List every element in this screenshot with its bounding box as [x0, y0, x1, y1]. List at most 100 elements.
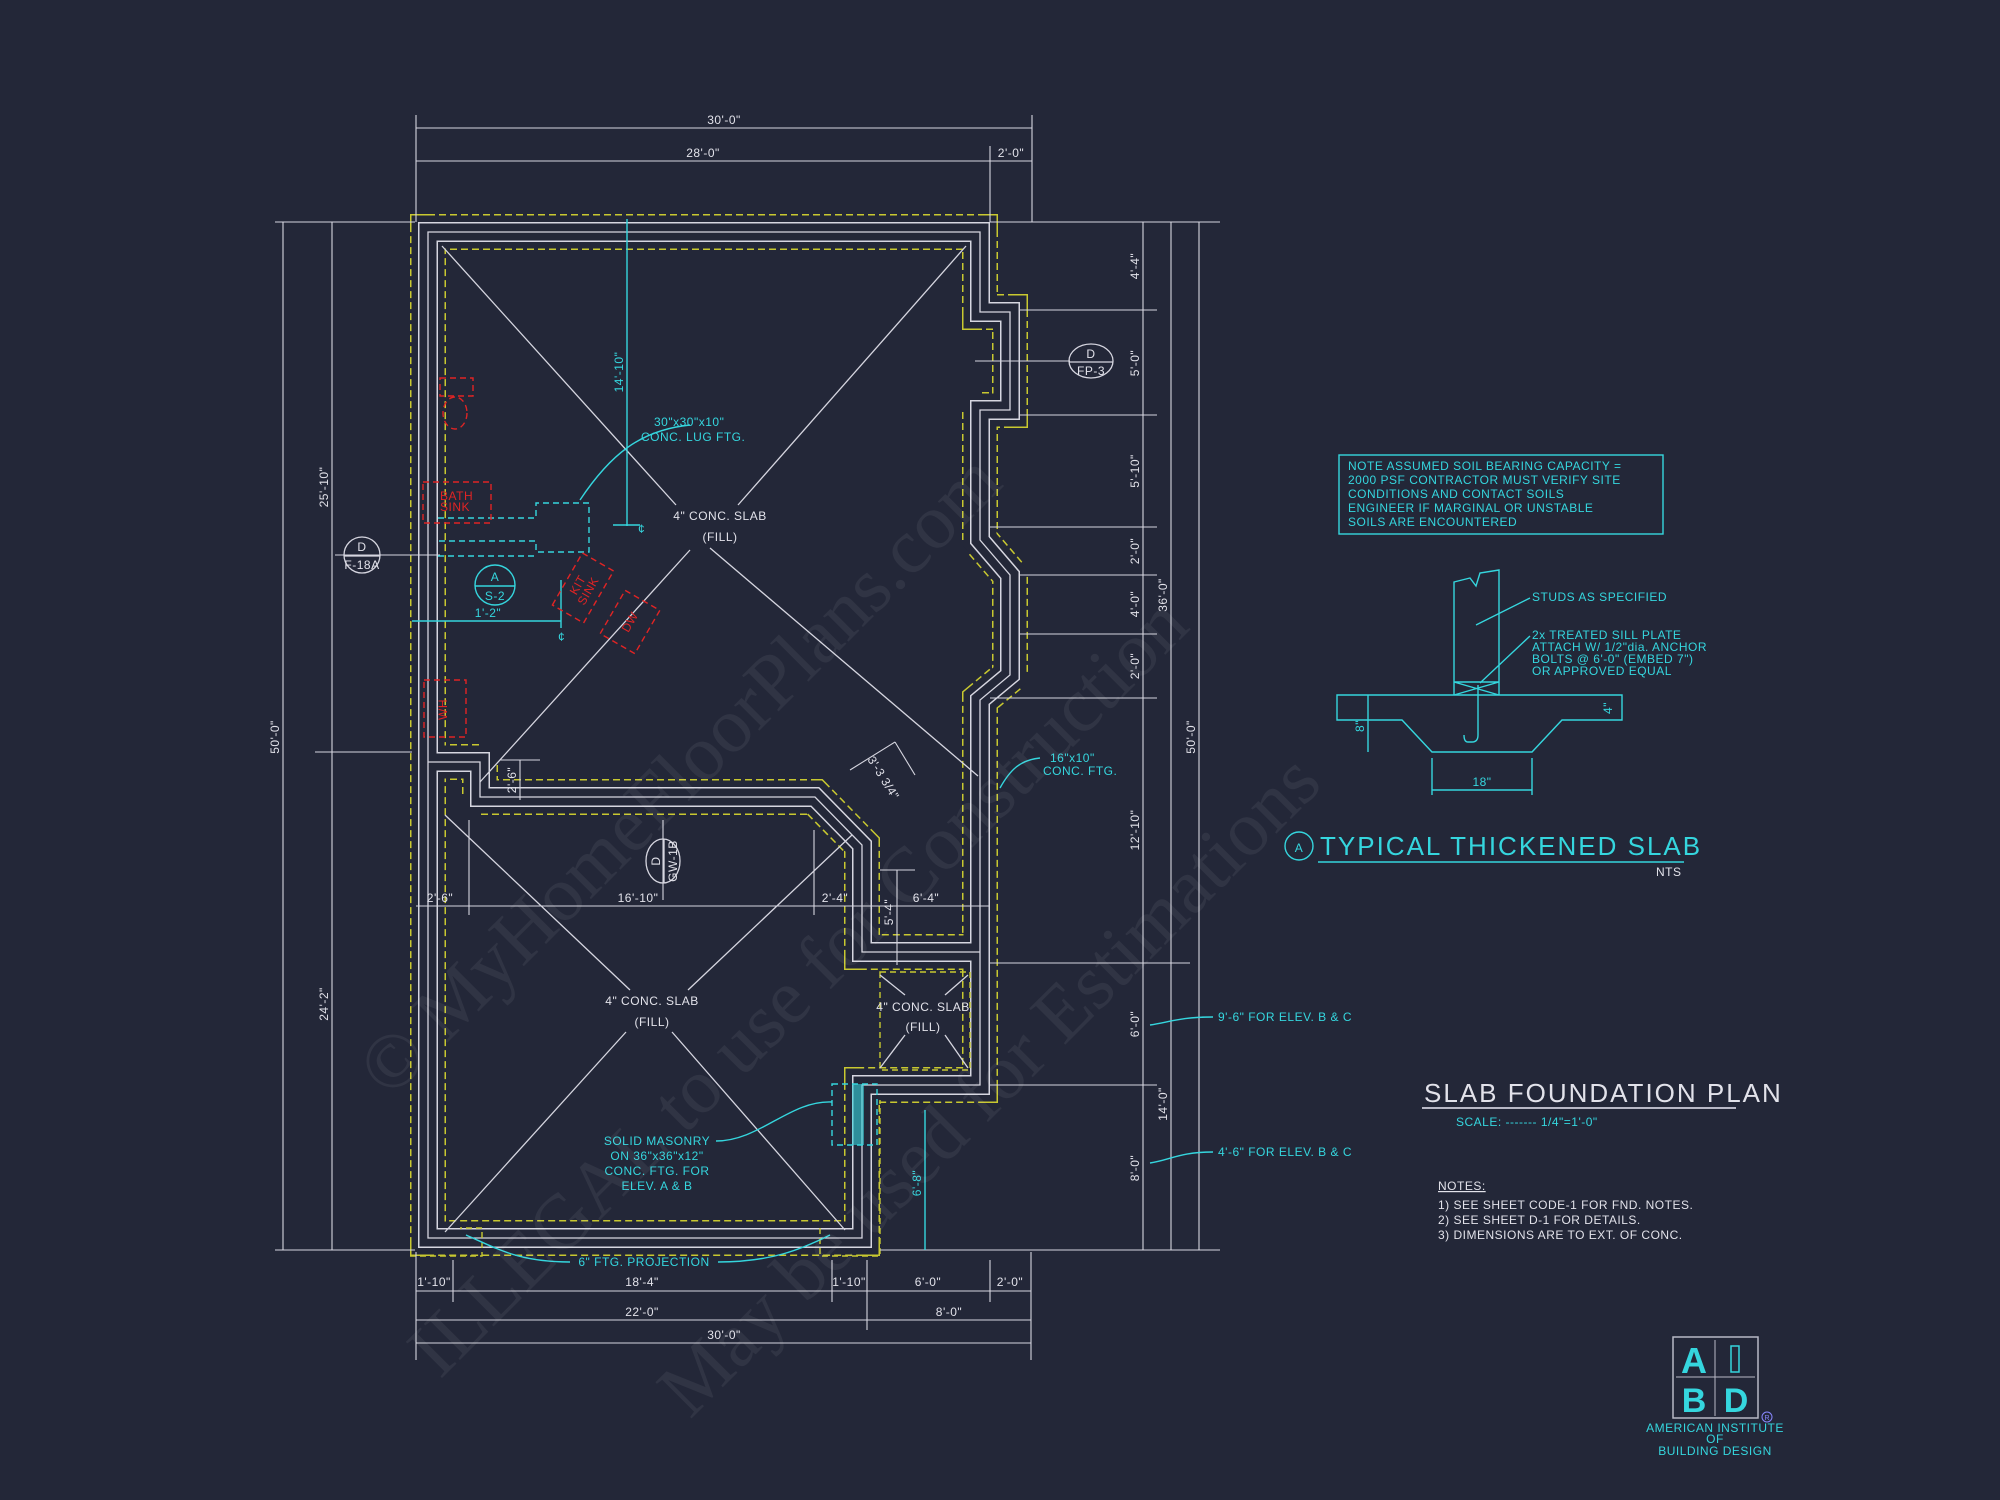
svg-text:ELEV. A & B: ELEV. A & B — [621, 1179, 692, 1193]
svg-text:S-2: S-2 — [485, 589, 505, 603]
svg-text:SOILS ARE ENCOUNTERED: SOILS ARE ENCOUNTERED — [1348, 515, 1517, 529]
svg-text:¢: ¢ — [638, 522, 645, 536]
svg-text:A: A — [491, 570, 500, 584]
svg-text:50'-0": 50'-0" — [1184, 720, 1198, 754]
svg-text:2'-6": 2'-6" — [505, 767, 519, 793]
svg-text:30'-0": 30'-0" — [707, 1328, 741, 1342]
svg-text:BOLTS @ 6'-0" (EMBED 7"): BOLTS @ 6'-0" (EMBED 7") — [1532, 652, 1693, 666]
svg-text:5'-10": 5'-10" — [1128, 454, 1142, 488]
svg-text:2'-6": 2'-6" — [427, 891, 453, 905]
svg-text:1'-2": 1'-2" — [475, 606, 501, 620]
svg-text:6'-0": 6'-0" — [1128, 1011, 1142, 1037]
svg-text:4" CONC. SLAB: 4" CONC. SLAB — [673, 509, 766, 523]
svg-text:(FILL): (FILL) — [634, 1015, 669, 1029]
svg-text:9'-6" FOR ELEV. B & C: 9'-6" FOR ELEV. B & C — [1218, 1010, 1352, 1024]
svg-text:F-18A: F-18A — [344, 558, 379, 572]
section-marker-fp3: D FP-3 — [1068, 343, 1114, 379]
svg-text:1'-10": 1'-10" — [832, 1275, 866, 1289]
svg-text:36'-0": 36'-0" — [1156, 578, 1170, 612]
svg-text:¢: ¢ — [558, 630, 565, 644]
svg-text:8'-0": 8'-0" — [1128, 1155, 1142, 1181]
plan-scale: SCALE: ------- 1/4"=1'-0" — [1456, 1115, 1598, 1129]
svg-text:18": 18" — [1472, 775, 1491, 789]
svg-text:CONDITIONS AND CONTACT SOILS: CONDITIONS AND CONTACT SOILS — [1348, 487, 1564, 501]
svg-text:D: D — [1086, 347, 1095, 361]
plan-title-block: SLAB FOUNDATION PLAN SCALE: ------- 1/4"… — [1422, 1078, 1783, 1129]
svg-text:NTS: NTS — [1656, 865, 1682, 879]
footing-callout: 16"x10" CONC. FTG. — [999, 751, 1117, 789]
svg-text:(FILL): (FILL) — [905, 1020, 940, 1034]
svg-text:STUDS AS SPECIFIED: STUDS AS SPECIFIED — [1532, 590, 1667, 604]
svg-text:4" CONC. SLAB: 4" CONC. SLAB — [605, 994, 698, 1008]
svg-text:2'-0": 2'-0" — [1128, 653, 1142, 679]
svg-text:6'-0": 6'-0" — [915, 1275, 941, 1289]
svg-text:14'-0": 14'-0" — [1156, 1087, 1170, 1121]
svg-text:AMERICAN INSTITUTE: AMERICAN INSTITUTE — [1646, 1421, 1784, 1435]
svg-text:(FILL): (FILL) — [702, 530, 737, 544]
svg-text:4'-6" FOR ELEV. B & C: 4'-6" FOR ELEV. B & C — [1218, 1145, 1352, 1159]
svg-text:1'-10": 1'-10" — [417, 1275, 451, 1289]
svg-text:R: R — [1764, 1415, 1769, 1422]
detail-title: TYPICAL THICKENED SLAB — [1320, 831, 1702, 861]
svg-text:4'-4": 4'-4" — [1128, 253, 1142, 279]
svg-text:3) DIMENSIONS ARE TO EXT. OF C: 3) DIMENSIONS ARE TO EXT. OF CONC. — [1438, 1228, 1683, 1242]
svg-text:NOTES:: NOTES: — [1438, 1179, 1486, 1193]
dim-top-right: 2'-0" — [998, 146, 1024, 160]
left-dimensions: 50'-0" 25'-10" 24'-2" — [268, 221, 440, 1251]
lug-footing: 14'-10" ¢ 1'-2" ¢ 30"x30"x10" CONC. LUG … — [412, 219, 745, 644]
slab-label-lower: 4" CONC. SLAB (FILL) — [605, 994, 698, 1029]
dim-left-upper: 25'-10" — [317, 467, 331, 508]
dim-top-left: 28'-0" — [686, 146, 720, 160]
dim-left-overall: 50'-0" — [268, 720, 282, 754]
section-marker-f18a: D F-18A — [343, 536, 381, 574]
svg-text:4" CONC. SLAB: 4" CONC. SLAB — [876, 1000, 969, 1014]
svg-text:SOLID MASONRY: SOLID MASONRY — [604, 1134, 710, 1148]
lug-callout: 30"x30"x10" — [654, 415, 724, 429]
footing-projection-right — [819, 1100, 881, 1257]
svg-text:14'-10": 14'-10" — [612, 352, 626, 393]
svg-text:B: B — [1682, 1382, 1707, 1420]
svg-text:OF: OF — [1706, 1432, 1724, 1446]
svg-text:16'-10": 16'-10" — [618, 891, 659, 905]
svg-text:OR APPROVED EQUAL: OR APPROVED EQUAL — [1532, 664, 1672, 678]
slab-label-small: 4" CONC. SLAB (FILL) — [876, 1000, 969, 1034]
masonry-callout: SOLID MASONRY ON 36"x36"x12" CONC. FTG. … — [604, 1083, 926, 1250]
toilet-tank — [439, 377, 474, 397]
svg-text:6'-4": 6'-4" — [913, 891, 939, 905]
thickened-slab-detail: 18" 8" 4" STUDS AS SPECIFIED 2x TREATED … — [1284, 569, 1707, 879]
svg-text:SINK: SINK — [440, 500, 470, 514]
dim-left-lower: 24'-2" — [317, 987, 331, 1021]
svg-text:18'-4": 18'-4" — [625, 1275, 659, 1289]
svg-text:2'-4": 2'-4" — [822, 891, 848, 905]
svg-text:1) SEE SHEET CODE-1 FOR FND. N: 1) SEE SHEET CODE-1 FOR FND. NOTES. — [1438, 1198, 1693, 1212]
bottom-dimensions: 1'-10" 18'-4" 1'-10" 6'-0" 2'-0" 22'-0" … — [415, 1252, 1032, 1360]
bath-sink — [422, 481, 492, 524]
svg-text:A: A — [1295, 841, 1304, 855]
svg-text:CONC. FTG.: CONC. FTG. — [1043, 764, 1117, 778]
svg-text:ENGINEER IF MARGINAL OR UNSTAB: ENGINEER IF MARGINAL OR UNSTABLE — [1348, 501, 1593, 515]
svg-text:8": 8" — [1353, 720, 1367, 732]
section-marker-gw1b: D GW-1B — [645, 838, 681, 884]
foundation-walls — [410, 214, 1028, 1257]
svg-text:NOTE ASSUMED SOIL BEARING CAPA: NOTE ASSUMED SOIL BEARING CAPACITY = — [1348, 459, 1622, 473]
svg-text:A: A — [1681, 1340, 1707, 1381]
section-marker-s2: A S-2 — [474, 564, 516, 606]
svg-text:5'-0": 5'-0" — [1128, 350, 1142, 376]
svg-text:D: D — [1724, 1382, 1749, 1420]
svg-text:12'-10": 12'-10" — [1128, 810, 1142, 851]
svg-text:2000 PSF CONTRACTOR MUST VERIF: 2000 PSF CONTRACTOR MUST VERIFY SITE — [1348, 473, 1621, 487]
masonry-column — [852, 1084, 864, 1145]
plan-title: SLAB FOUNDATION PLAN — [1424, 1078, 1783, 1108]
aibd-logo: A B D R AMERICAN INSTITUTE OF BUILDING D… — [1646, 1336, 1784, 1458]
svg-text:BUILDING DESIGN: BUILDING DESIGN — [1658, 1444, 1772, 1458]
svg-text:ATTACH W/ 1/2"dia. ANCHOR: ATTACH W/ 1/2"dia. ANCHOR — [1532, 640, 1707, 654]
svg-text:GW-1B: GW-1B — [666, 840, 680, 882]
soil-bearing-note: NOTE ASSUMED SOIL BEARING CAPACITY = 200… — [1338, 454, 1664, 535]
right-dimensions: 4'-4" 5'-0" 5'-10" 2'-0" 4'-0" 2'-0" 12'… — [880, 221, 1220, 1251]
slab-diagonals — [441, 245, 979, 1233]
svg-text:16"x10": 16"x10" — [1050, 751, 1095, 765]
svg-text:BATH: BATH — [440, 489, 473, 503]
dim-top-overall: 30'-0" — [707, 113, 741, 127]
svg-text:2x TREATED SILL PLATE: 2x TREATED SILL PLATE — [1532, 628, 1681, 642]
